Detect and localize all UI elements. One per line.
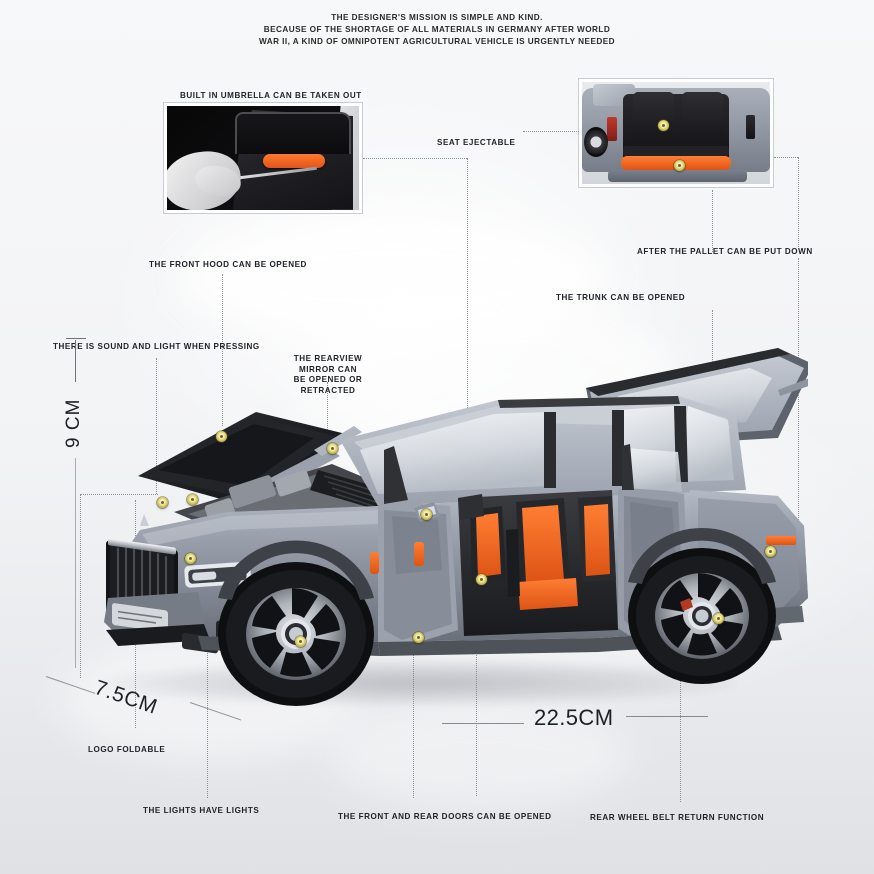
leader-lights-v	[207, 556, 209, 798]
front-seat-orange	[476, 513, 501, 577]
trunk-taillight-left	[607, 116, 617, 142]
car-front-end	[104, 514, 252, 654]
hotspot-pallet	[674, 160, 685, 171]
callout-rearview-line-2: BE OPENED OR RETRACTED	[293, 375, 363, 395]
front-wheel-arch	[218, 540, 374, 600]
hotspot-front-wheel-hub	[295, 636, 306, 647]
dim-height-tick-top	[66, 338, 86, 340]
leader-sound-light-v	[156, 358, 158, 494]
inset-umbrella	[163, 102, 363, 214]
trunk-seat-left	[632, 92, 675, 140]
callout-rear-wheel-belt: REAR WHEEL BELT RETURN FUNCTION	[590, 813, 765, 822]
trunk-rear-bumper	[608, 169, 748, 182]
hotspot-seat-ejectable	[658, 120, 669, 131]
callout-lights: THE LIGHTS HAVE LIGHTS	[143, 806, 260, 815]
dim-length-label: 22.5CM	[534, 705, 614, 730]
leader-trunk-inset-v	[798, 157, 800, 247]
header-line-1: THE DESIGNER'S MISSION IS SIMPLE AND KIN…	[331, 13, 543, 22]
leader-pallet-v	[798, 258, 800, 546]
leader-front-hood-v	[222, 274, 224, 426]
leader-sound-light-v2	[80, 494, 82, 678]
leader-rearview-v	[327, 382, 329, 440]
hotspot-rear-wheel-hub	[713, 613, 724, 624]
callout-rearview-mirror: THE REARVIEW MIRROR CAN BE OPENED OR RET…	[277, 354, 379, 396]
inset-umbrella-photo	[167, 106, 359, 210]
hotspot-rear-quarter	[765, 546, 776, 557]
umbrella-door-window-frame	[235, 112, 351, 154]
leader-seat-ejectable-h	[523, 131, 579, 133]
inset-trunk	[578, 78, 774, 188]
callout-front-hood: THE FRONT HOOD CAN BE OPENED	[149, 260, 307, 269]
side-marker-light	[370, 552, 379, 574]
header-line-2: BECAUSE OF THE SHORTAGE OF ALL MATERIALS…	[263, 25, 611, 35]
leader-sound-light-h	[80, 494, 158, 496]
leader-umbrella-h	[363, 158, 467, 160]
hotspot-side-mirror	[421, 509, 432, 520]
license-plate	[112, 603, 168, 633]
hotspot-engine-bay	[187, 494, 198, 505]
callout-rearview-line-1: THE REARVIEW MIRROR CAN	[293, 354, 363, 374]
umbrella-orange-door-handle	[263, 153, 325, 168]
leader-doors-v2	[476, 582, 478, 796]
taillight	[766, 536, 796, 545]
trunk-rear-wheel	[583, 126, 609, 158]
hood-ornament	[140, 514, 149, 526]
inset-umbrella-caption: BUILT IN UMBRELLA CAN BE TAKEN OUT	[180, 91, 362, 100]
callout-sound-light: THERE IS SOUND AND LIGHT WHEN PRESSING	[53, 342, 260, 351]
leader-umbrella-v	[467, 158, 469, 520]
callout-logo-foldable: LOGO FOLDABLE	[88, 745, 166, 754]
trunk-seat-right	[681, 92, 723, 140]
dim-height-line-lower	[75, 458, 77, 668]
rear-wheel-arch	[628, 527, 776, 584]
dim-height-line-upper	[75, 340, 77, 382]
callout-pallet: AFTER THE PALLET CAN BE PUT DOWN	[637, 247, 813, 256]
dim-length-line-right	[626, 716, 708, 718]
leader-rear-wheel-v	[680, 622, 682, 802]
hotspot-front-door	[476, 574, 487, 585]
car-rear-wheel	[628, 548, 776, 684]
leader-trunk-inset-h	[774, 157, 798, 159]
rear-seat-cushion	[518, 578, 578, 610]
header-text: THE DESIGNER'S MISSION IS SIMPLE AND KIN…	[0, 12, 874, 49]
hotspot-rear-door	[413, 632, 424, 643]
car-ground-shadow	[100, 660, 740, 706]
hotspot-rearview-mirror	[157, 497, 168, 508]
callout-seat-ejectable: SEAT EJECTABLE	[437, 138, 516, 147]
leader-trunk-v	[712, 310, 714, 366]
model-car-illustration	[78, 330, 826, 720]
callout-doors: THE FRONT AND REAR DOORS CAN BE OPENED	[338, 812, 552, 821]
car-interior	[458, 490, 618, 636]
bg-blob	[180, 218, 610, 338]
leader-doors-v	[413, 640, 415, 798]
leader-trunk-pallet-v	[712, 190, 714, 252]
car-front-wheel	[218, 562, 374, 706]
hotspot-hood-strut	[327, 443, 338, 454]
rear-seat-orange	[522, 505, 564, 583]
car-front-door-open	[378, 446, 458, 648]
trunk-floor	[623, 146, 729, 157]
car-svg	[104, 348, 826, 706]
callout-trunk: THE TRUNK CAN BE OPENED	[556, 293, 686, 302]
hotspot-headlight	[185, 553, 196, 564]
header-line-3: WAR II, A KIND OF OMNIPOTENT AGRICULTURA…	[259, 37, 615, 47]
inset-trunk-photo	[582, 82, 770, 184]
dim-length-line-left	[442, 723, 524, 725]
car-windows	[360, 396, 734, 494]
hotspot-hood-hinge	[216, 431, 227, 442]
trunk-taillight-right	[745, 114, 755, 140]
